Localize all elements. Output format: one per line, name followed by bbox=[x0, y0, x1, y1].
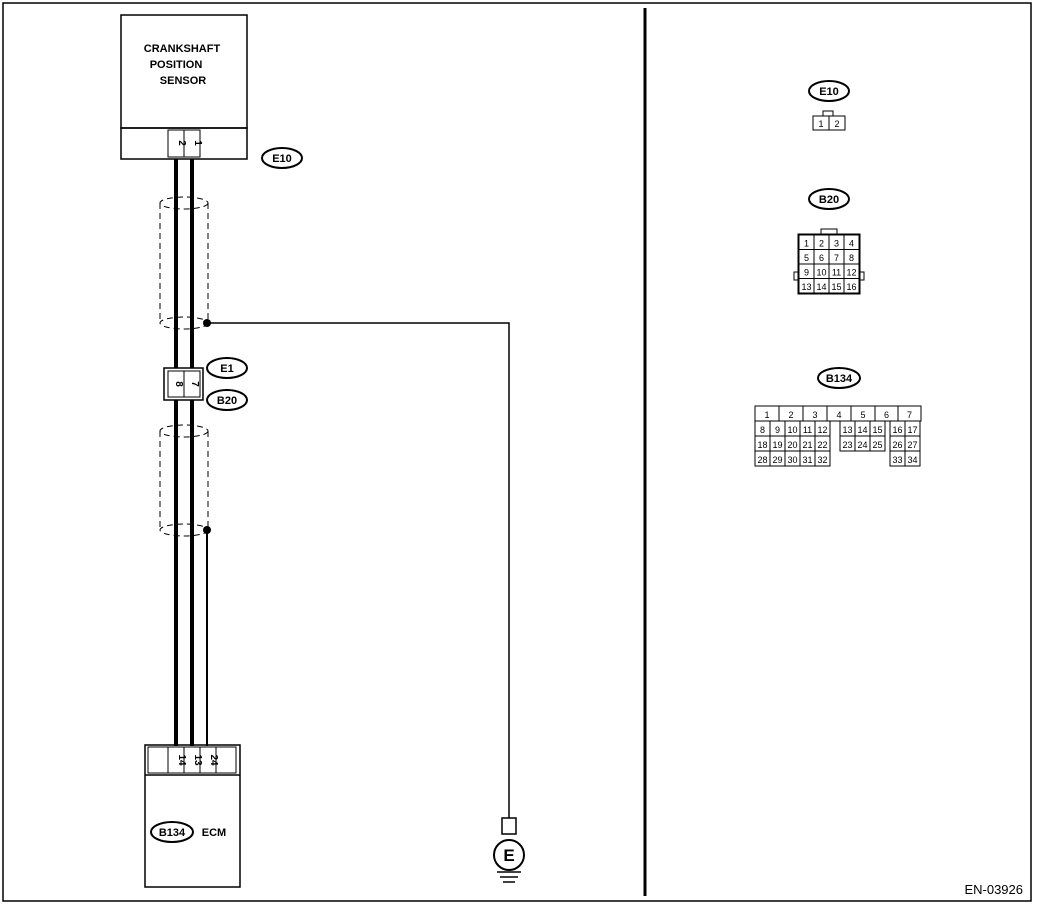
junction-connector-id-top: E1 bbox=[220, 363, 233, 375]
sensor-pin-1: 1 bbox=[192, 140, 203, 146]
b134-pin-23: 23 bbox=[842, 440, 852, 450]
b134-pin-17: 17 bbox=[907, 425, 917, 435]
b134-pin-2: 2 bbox=[788, 410, 793, 420]
b134-pin-3: 3 bbox=[812, 410, 817, 420]
b134-pin-26: 26 bbox=[892, 440, 902, 450]
b20-pin-11: 11 bbox=[832, 268, 841, 278]
b20-pin-6: 6 bbox=[819, 253, 824, 263]
junction-tag-b20: B20 bbox=[206, 389, 248, 411]
lower-shield bbox=[159, 424, 209, 537]
ground-icon: E bbox=[493, 817, 525, 883]
b134-pin-7: 7 bbox=[907, 410, 912, 420]
b20-pin-5: 5 bbox=[804, 253, 809, 263]
sensor-name-line-3: SENSOR bbox=[160, 75, 207, 87]
b20-pin-4: 4 bbox=[849, 239, 854, 249]
harness-wires bbox=[174, 159, 194, 746]
b20-pin-3: 3 bbox=[834, 239, 839, 249]
junction-pin-7: 7 bbox=[189, 381, 200, 387]
b134-pin-32: 32 bbox=[817, 455, 827, 465]
junction-connector: 8 7 bbox=[163, 367, 204, 401]
connector-view-e10-tag: E10 bbox=[819, 86, 839, 98]
b20-pin-8: 8 bbox=[849, 253, 854, 263]
b134-pin-16: 16 bbox=[892, 425, 902, 435]
b134-pin-30: 30 bbox=[787, 455, 797, 465]
b20-pin-10: 10 bbox=[816, 268, 826, 278]
b20-pin-7: 7 bbox=[834, 253, 839, 263]
b134-pin-5: 5 bbox=[860, 410, 865, 420]
b134-pin-14: 14 bbox=[857, 425, 867, 435]
b134-pin-19: 19 bbox=[772, 440, 782, 450]
ground-wire bbox=[207, 322, 510, 818]
b134-pin-10: 10 bbox=[787, 425, 797, 435]
b134-pin-25: 25 bbox=[872, 440, 882, 450]
b134-pin-34-cell bbox=[904, 450, 921, 467]
b20-pin-1: 1 bbox=[804, 239, 809, 249]
crankshaft-position-sensor: CRANKSHAFT POSITION SENSOR 2 1 bbox=[120, 14, 248, 160]
b134-pin-24: 24 bbox=[857, 440, 867, 450]
ecm-unit: 14 13 24 B134 ECM bbox=[144, 744, 241, 888]
ecm-pin-14: 14 bbox=[176, 754, 187, 766]
ecm-connector-id: B134 bbox=[159, 827, 186, 839]
ground-symbol-letter: E bbox=[503, 846, 514, 865]
sensor-connector-tag: E10 bbox=[261, 147, 303, 169]
connector-view-b20-tag: B20 bbox=[819, 194, 839, 206]
b20-pin-14: 14 bbox=[816, 282, 826, 292]
b20-pin-16: 16 bbox=[846, 282, 856, 292]
b134-pin-18: 18 bbox=[757, 440, 767, 450]
b134-pin-13: 13 bbox=[842, 425, 852, 435]
junction-connector-id-bottom: B20 bbox=[217, 395, 237, 407]
b20-pin-16-cell bbox=[843, 278, 860, 294]
b134-pin-25-cell bbox=[869, 435, 886, 452]
b134-pin-27: 27 bbox=[907, 440, 917, 450]
shield-splice-lower bbox=[203, 526, 211, 534]
sensor-connector-id: E10 bbox=[272, 153, 292, 165]
connector-view-b134-tag: B134 bbox=[826, 373, 853, 385]
b20-pin-2: 2 bbox=[819, 239, 824, 249]
e10-pin-1: 1 bbox=[818, 119, 823, 129]
ecm-pin-24: 24 bbox=[208, 754, 219, 766]
upper-shield bbox=[159, 196, 209, 330]
connector-view-e10: E10 1 2 bbox=[808, 80, 850, 131]
b134-pin-20: 20 bbox=[787, 440, 797, 450]
b134-pin-34: 34 bbox=[907, 455, 917, 465]
b20-pin-12: 12 bbox=[846, 268, 856, 278]
b134-pin-15: 15 bbox=[872, 425, 882, 435]
b134-pin-21: 21 bbox=[802, 440, 812, 450]
figure-code: EN-03926 bbox=[964, 882, 1023, 897]
sensor-pin-2: 2 bbox=[176, 140, 187, 146]
junction-pin-8: 8 bbox=[173, 381, 184, 387]
b134-pin-33: 33 bbox=[892, 455, 902, 465]
b20-pin-13: 13 bbox=[801, 282, 811, 292]
sensor-name-line-1: CRANKSHAFT bbox=[144, 43, 221, 55]
ecm-label: ECM bbox=[202, 827, 226, 839]
ecm-pin-13: 13 bbox=[192, 754, 203, 766]
b134-pin-31: 31 bbox=[802, 455, 812, 465]
b134-pin-28: 28 bbox=[757, 455, 767, 465]
junction-tag-e1: E1 bbox=[206, 357, 248, 379]
b134-pin-6: 6 bbox=[884, 410, 889, 420]
b134-pin-32-cell bbox=[814, 450, 831, 467]
b134-pin-9: 9 bbox=[775, 425, 780, 435]
b134-pin-1: 1 bbox=[764, 410, 769, 420]
b134-pin-12: 12 bbox=[817, 425, 827, 435]
diagram-frame bbox=[2, 2, 1032, 902]
e10-pin-2: 2 bbox=[834, 119, 839, 129]
b20-pin-15: 15 bbox=[831, 282, 841, 292]
b134-pin-22: 22 bbox=[817, 440, 827, 450]
b20-pin-9: 9 bbox=[804, 268, 809, 278]
b134-pin-29: 29 bbox=[772, 455, 782, 465]
b134-pin-11: 11 bbox=[803, 425, 812, 435]
b134-pin-4: 4 bbox=[836, 410, 841, 420]
sensor-name-line-2: POSITION bbox=[150, 59, 203, 71]
b134-pin-8: 8 bbox=[760, 425, 765, 435]
